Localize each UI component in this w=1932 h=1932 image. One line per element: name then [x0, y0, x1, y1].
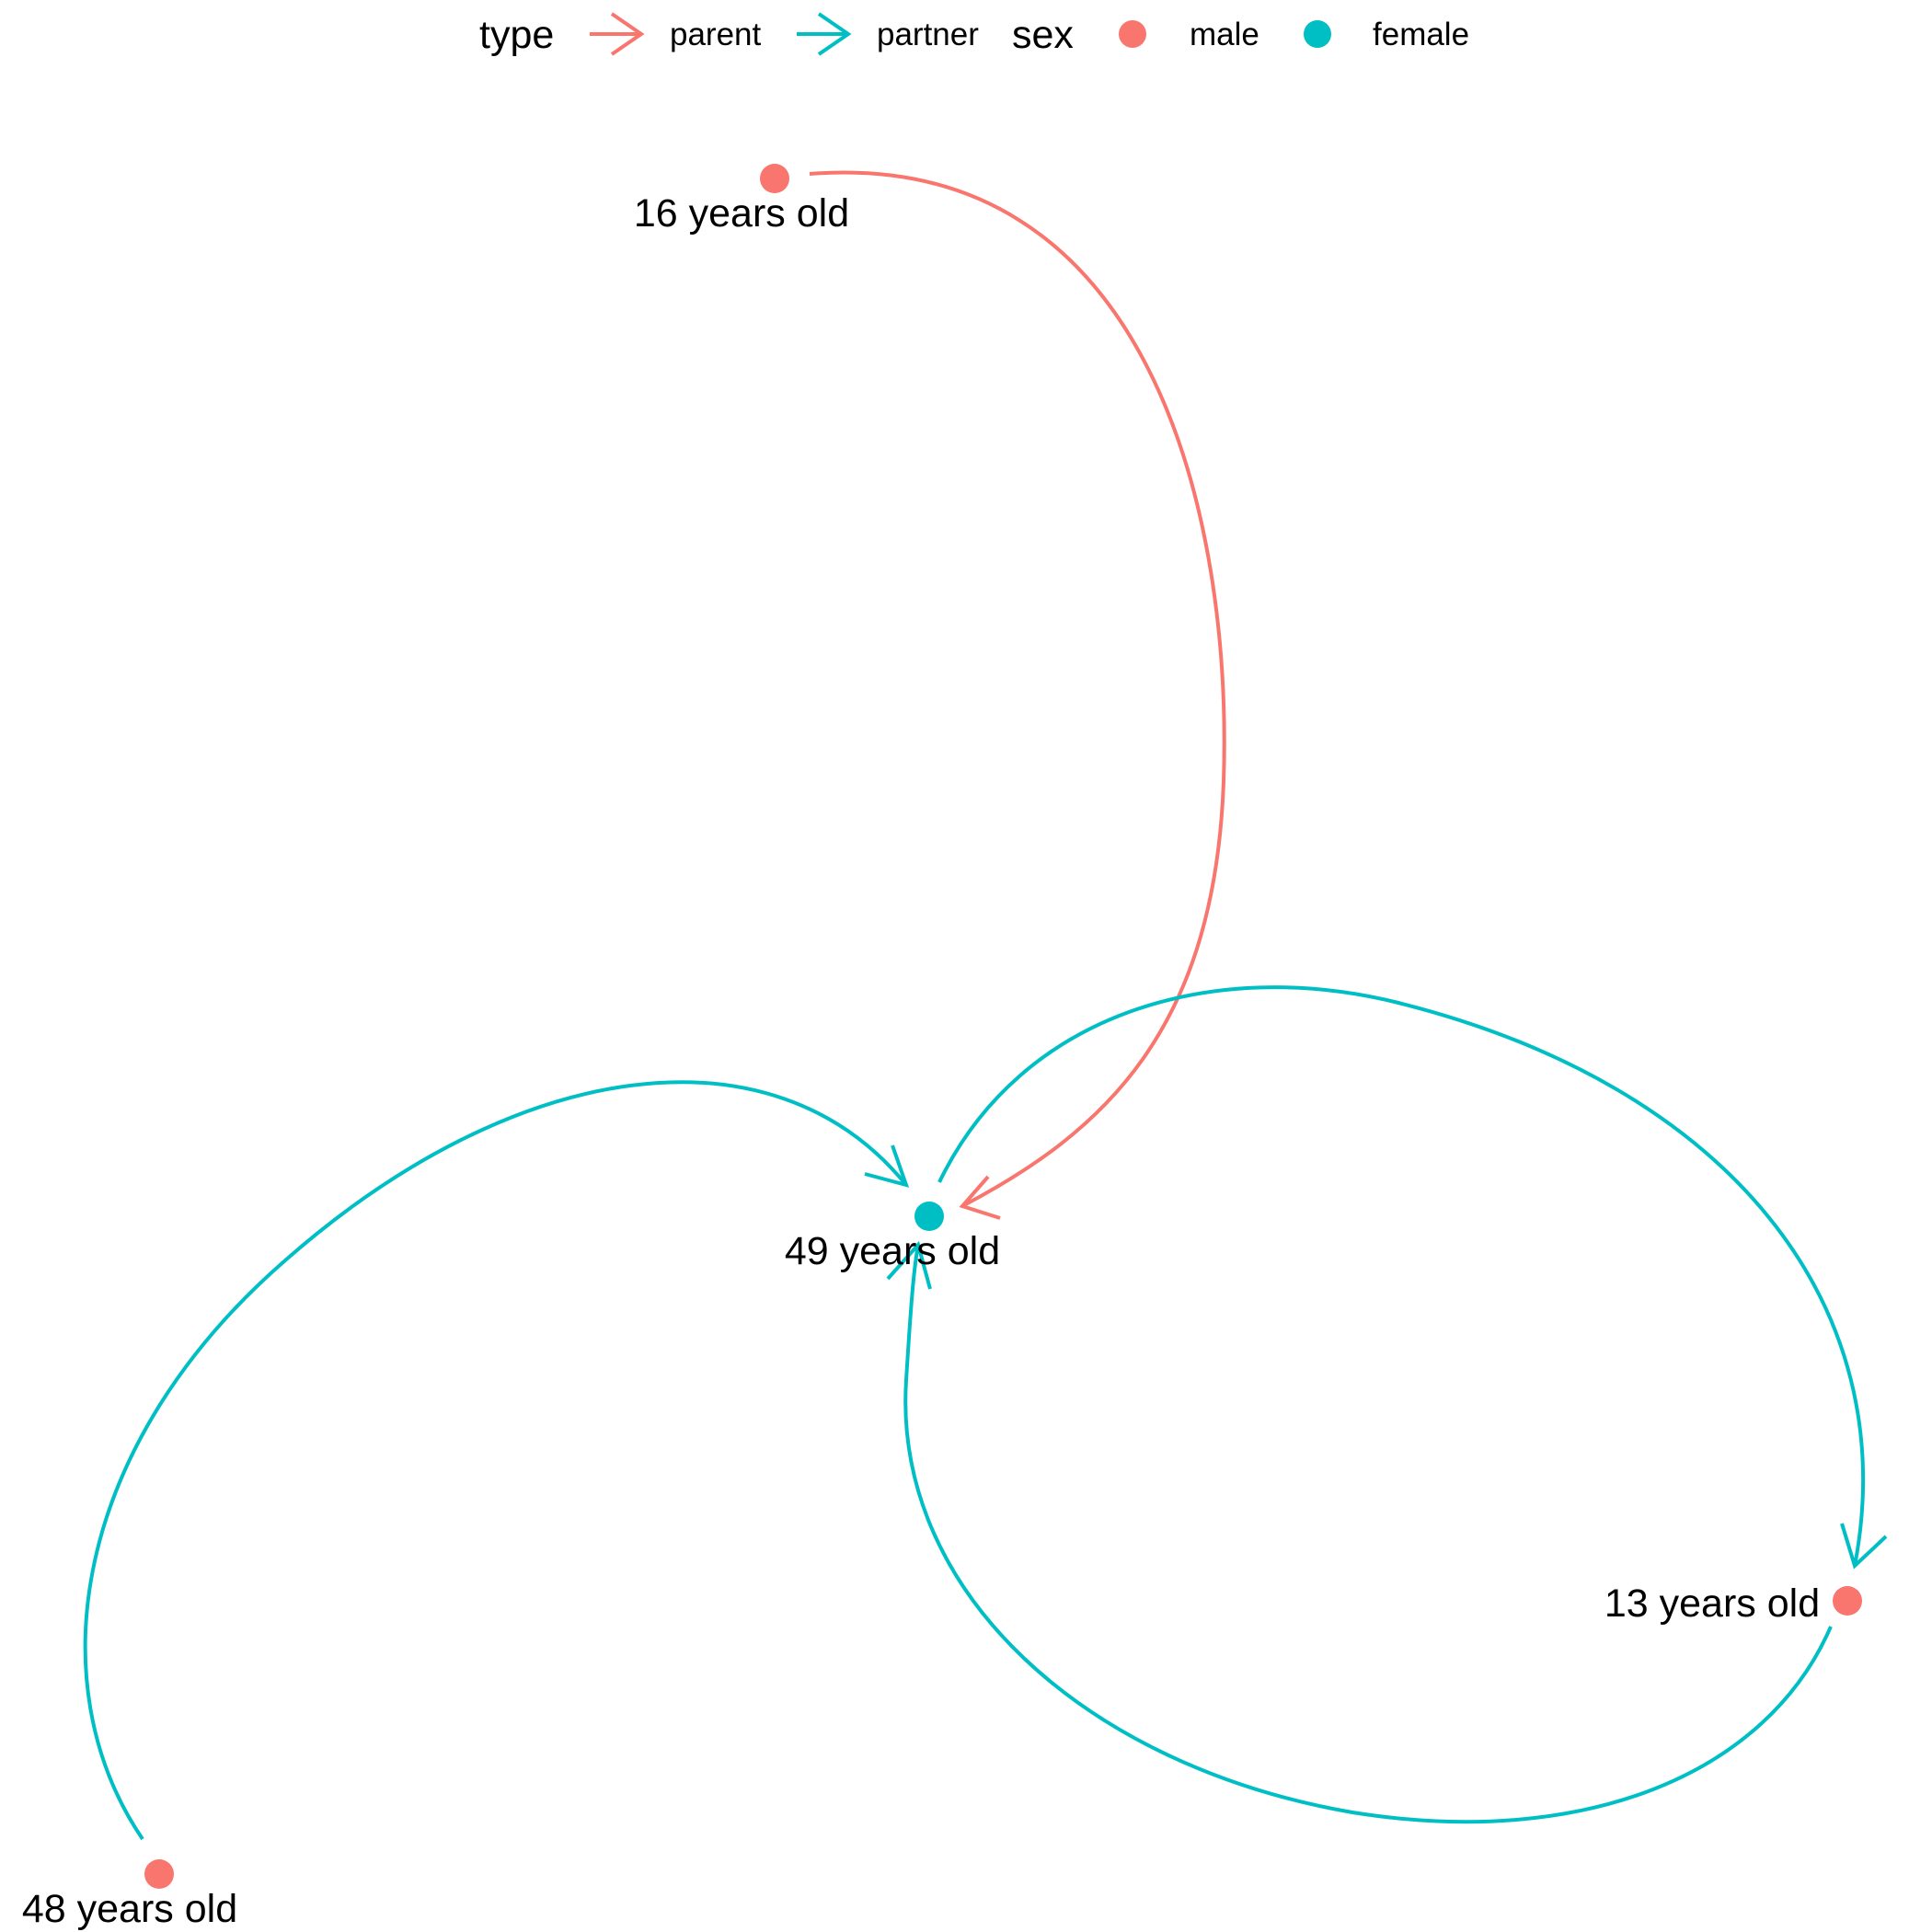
legend-partner-label: partner [877, 17, 979, 52]
edge-parent-16-to-49 [809, 170, 1226, 1220]
node-49-dot-icon [914, 1202, 944, 1231]
legend-male-label: male [1190, 17, 1259, 52]
legend-parent-key-icon [590, 12, 645, 56]
edges [83, 170, 1888, 1841]
legend-male-dot-icon [1119, 20, 1146, 48]
node-49-label: 49 years old [785, 1229, 1000, 1273]
legend-partner-key-icon [797, 12, 852, 56]
node-13-dot-icon [1833, 1586, 1862, 1616]
node-16-dot-icon [760, 164, 789, 193]
legend-type-title: type [479, 13, 554, 57]
legend-parent-label: parent [670, 17, 762, 52]
legend-sex-title: sex [1012, 13, 1074, 57]
node-48-label: 48 years old [22, 1887, 237, 1931]
node-48-years-old: 48 years old [22, 1859, 237, 1931]
edge-partner-48-to-49 [83, 1080, 910, 1841]
node-13-label: 13 years old [1604, 1581, 1820, 1626]
nodes: 16 years old 49 years old 13 years old 4… [22, 164, 1862, 1931]
node-49-years-old: 49 years old [785, 1202, 1000, 1273]
legend-female-dot-icon [1304, 20, 1331, 48]
node-13-years-old: 13 years old [1604, 1581, 1862, 1626]
node-48-dot-icon [144, 1859, 174, 1889]
edge-partner-13-to-49 [886, 1240, 1833, 1824]
legend-sex: sex male female [1012, 13, 1469, 57]
node-16-years-old: 16 years old [634, 164, 849, 236]
node-16-label: 16 years old [634, 191, 849, 236]
legend-female-label: female [1373, 17, 1469, 52]
legend-type: type parent partner [479, 12, 979, 57]
edge-partner-49-to-13 [937, 985, 1888, 1570]
